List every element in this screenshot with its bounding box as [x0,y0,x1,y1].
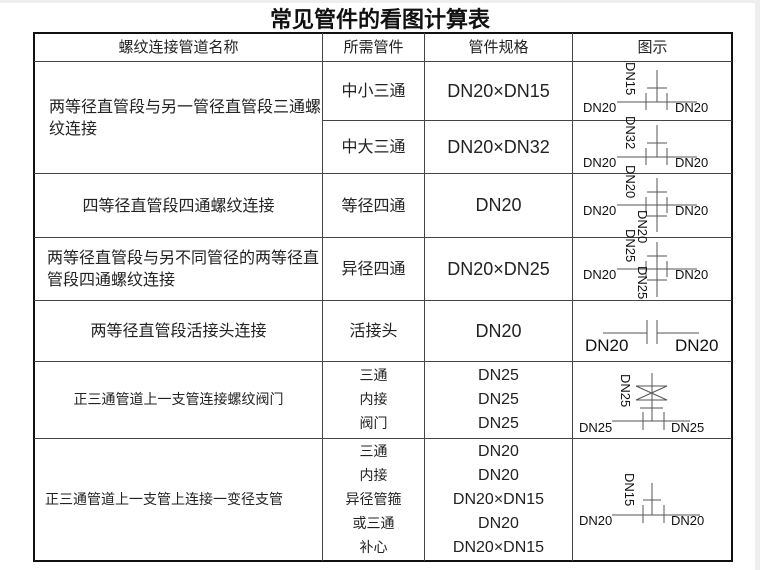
row-spec: DN20×DN25 [447,258,550,279]
divider [34,237,732,238]
right-label: DN20 [675,267,708,282]
branch-bottom-label: DN20 [635,210,650,243]
left-label: DN20 [583,267,616,282]
part: 补心 [359,540,388,556]
row-spec: DN20 [475,320,522,341]
part: 阀门 [359,416,388,432]
branch-bottom-label: DN25 [635,266,650,299]
part: 或三通 [352,516,395,532]
divider [572,33,573,561]
left-label: DN25 [579,420,612,435]
divider [322,33,323,561]
left-label: DN20 [583,203,616,218]
left-label: DN20 [579,513,612,528]
branch-top-label: DN25 [623,229,638,262]
right-label: DN20 [675,203,708,218]
row-spec: DN20×DN32 [447,136,550,157]
page-title: 常见管件的看图计算表 [269,7,490,33]
divider [34,300,732,301]
tee-diagram: DN15 DN20 DN20 [583,62,708,115]
cross-diagram: DN25 DN25 DN20 DN20 [583,229,708,299]
tee-diagram: DN15 DN20 DN20 [579,473,704,528]
row-name: 正三通管道上一支管上连接一变径支管 [45,491,283,508]
part: 三通 [359,368,388,384]
branch-label: DN25 [618,374,633,407]
part: 内接 [359,468,388,484]
branch-label: DN15 [623,62,638,95]
branch-top-label: DN20 [623,165,638,198]
spec: DN20 [478,467,519,484]
spec: DN25 [478,367,519,384]
divider [34,61,732,62]
header-diagram: 图示 [637,37,668,56]
right-label: DN20 [671,513,704,528]
right-label: DN20 [675,100,708,115]
right-label: DN20 [675,155,708,170]
row-name: 四等径直管段四通螺纹连接 [82,195,275,215]
row-part: 异径四通 [341,259,406,279]
row-part: 活接头 [349,321,398,341]
divider [34,438,732,439]
divider [424,33,425,561]
divider [34,173,732,174]
row-part: 等径四通 [341,195,406,215]
spec: DN25 [478,415,519,432]
row-parts: 三通内接阀门 [323,362,424,438]
left-label: DN20 [583,155,616,170]
branch-label: DN15 [622,473,637,506]
tee-diagram: DN32 DN20 DN20 [583,116,708,170]
spec: DN25 [478,391,519,408]
part: 三通 [359,444,388,460]
header-spec: 管件规格 [468,37,529,56]
part: 异径管箍 [345,492,402,508]
part: 内接 [359,392,388,408]
left-label: DN20 [585,336,628,355]
page-border [0,0,760,3]
spec: DN20×DN15 [452,491,545,508]
divider [322,120,732,121]
row-parts: 三通内接异径管箍或三通补心 [323,439,424,561]
branch-label: DN32 [623,116,638,149]
row-spec: DN20 [475,195,522,216]
header-name: 螺纹连接管道名称 [118,37,239,56]
cross-diagram: DN20 DN20 DN20 DN20 [583,165,708,243]
row-name: 两等径直管段与另一管径直管段三通螺纹连接 [49,96,322,138]
spec: DN20×DN15 [452,539,545,556]
valve-tee-diagram: DN25 DN25 DN25 [579,373,704,435]
spec: DN20 [478,515,519,532]
table-border [33,32,733,562]
right-label: DN25 [671,420,704,435]
row-part: 中小三通 [341,81,406,101]
header-fittings: 所需管件 [343,37,404,56]
row-spec: DN20×DN15 [447,80,550,101]
union-diagram: DN20 DN20 [585,320,718,355]
divider [34,361,732,362]
left-label: DN20 [583,100,616,115]
page-border [755,0,760,570]
row-part: 中大三通 [341,137,406,157]
spec: DN20 [478,443,519,460]
row-name: 两等径直管段活接头连接 [90,321,267,341]
row-name: 两等径直管段与另不同管径的两等径直管段四通螺纹连接 [47,248,320,289]
row-name: 正三通管道上一支管连接螺纹阀门 [73,391,284,408]
right-label: DN20 [675,336,718,355]
